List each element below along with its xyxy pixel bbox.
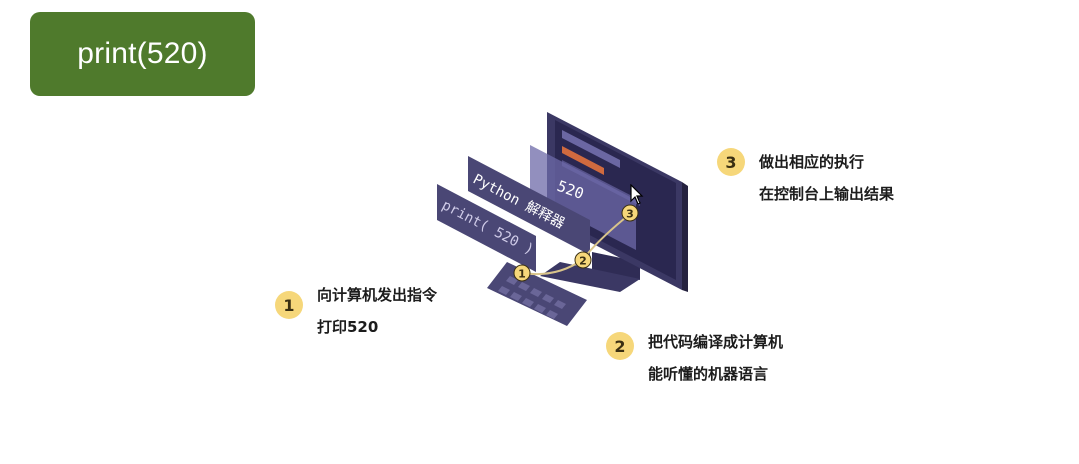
- step-1-line-1: 向计算机发出指令: [317, 286, 438, 304]
- marker-2: 2: [574, 251, 592, 269]
- step-2-line-2: 能听懂的机器语言: [648, 365, 769, 383]
- mouse-cursor-icon: [630, 184, 644, 205]
- step-1-text: 向计算机发出指令 打印520: [317, 279, 437, 343]
- step-1: 1 向计算机发出指令 打印520: [275, 286, 437, 343]
- step-3-line-1: 做出相应的执行: [759, 153, 865, 171]
- step-2: 2 把代码编译成计算机 能听懂的机器语言: [606, 332, 783, 390]
- step-1-number-badge: 1: [275, 291, 303, 319]
- step-3-number-badge: 3: [717, 148, 745, 176]
- step-1-line-2: 打印520: [317, 318, 379, 336]
- keyboard: [487, 262, 587, 326]
- step-2-text: 把代码编译成计算机 能听懂的机器语言: [648, 326, 783, 390]
- step-2-line-1: 把代码编译成计算机: [648, 333, 784, 351]
- marker-1: 1: [513, 264, 531, 282]
- marker-1-label: 1: [518, 268, 526, 281]
- step-3-line-2: 在控制台上输出结果: [759, 185, 895, 203]
- title-text: print(520): [77, 37, 208, 70]
- step-2-number-badge: 2: [606, 332, 634, 360]
- step-3: 3 做出相应的执行 在控制台上输出结果: [717, 148, 894, 210]
- output-panel: 520: [530, 145, 636, 250]
- marker-2-label: 2: [579, 255, 587, 268]
- title-badge: print(520): [30, 12, 255, 96]
- marker-3: 3: [621, 204, 639, 222]
- marker-3-label: 3: [626, 208, 634, 221]
- step-3-text: 做出相应的执行 在控制台上输出结果: [759, 146, 894, 210]
